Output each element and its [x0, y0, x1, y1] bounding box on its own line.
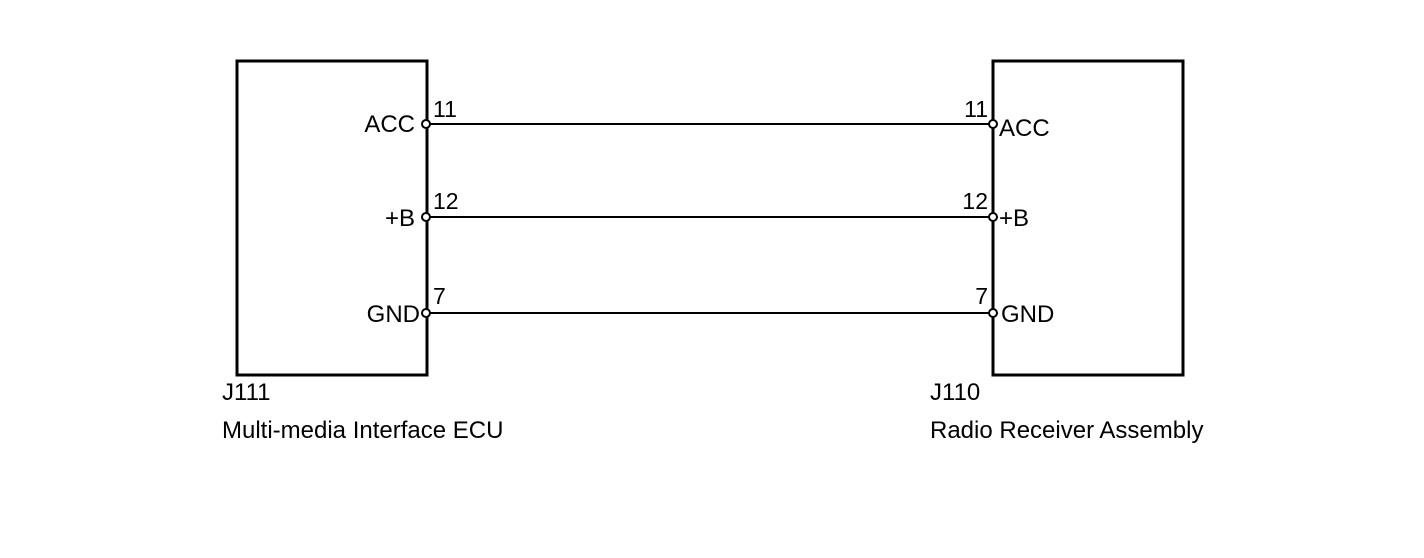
terminal-j110-gnd	[988, 308, 998, 318]
terminal-j111-gnd	[421, 308, 431, 318]
j110-pin-number-11: 11	[964, 96, 988, 122]
j111-pin-number-7: 7	[433, 283, 446, 309]
j110-pin-number-12: 12	[962, 188, 988, 214]
j111-pin-label-gnd: GND	[367, 301, 420, 328]
j110-name: Radio Receiver Assembly	[930, 417, 1203, 444]
j111-pin-number-11: 11	[433, 96, 457, 122]
j110-pin-label-acc: ACC	[999, 115, 1050, 142]
j111-name: Multi-media Interface ECU	[222, 417, 503, 444]
j110-pin-label-b: +B	[999, 205, 1029, 232]
j111-code: J111	[222, 379, 270, 406]
terminal-j110-b	[988, 212, 998, 222]
terminal-j111-acc	[421, 119, 431, 129]
j110-pin-number-7: 7	[975, 283, 988, 309]
j111-pin-label-acc: ACC	[364, 111, 415, 138]
j110-code: J110	[930, 379, 980, 406]
j111-pin-number-12: 12	[433, 188, 459, 214]
j111-pin-label-b: +B	[385, 205, 415, 232]
terminal-j110-acc	[988, 119, 998, 129]
terminal-j111-b	[421, 212, 431, 222]
j110-pin-label-gnd: GND	[1001, 301, 1054, 328]
